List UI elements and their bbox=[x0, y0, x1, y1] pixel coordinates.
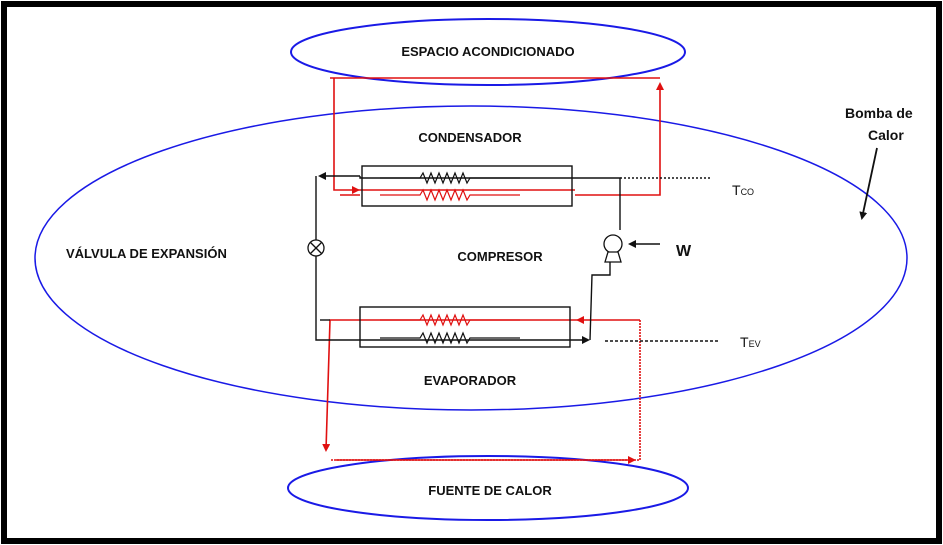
condenser-box bbox=[361, 165, 573, 207]
heat-pump-pointer-arrow bbox=[859, 147, 878, 220]
evaporator-label: EVAPORADOR bbox=[424, 373, 517, 388]
evaporator-coil-icon bbox=[380, 313, 520, 345]
expansion-valve-label: VÁLVULA DE EXPANSIÓN bbox=[66, 246, 227, 261]
evaporator-heat-flow bbox=[322, 316, 641, 464]
heat-pump-label-line2: Calor bbox=[868, 127, 904, 143]
condenser-heat-flow bbox=[330, 77, 664, 196]
heat-pump-ellipse bbox=[34, 105, 908, 411]
compressor-icon bbox=[603, 234, 623, 263]
expansion-valve-icon bbox=[307, 239, 325, 257]
work-label: W bbox=[676, 243, 692, 260]
condenser-label: CONDENSADOR bbox=[418, 130, 522, 145]
t-co-label: TCO bbox=[732, 182, 754, 198]
heat-source-label: FUENTE DE CALOR bbox=[428, 483, 552, 498]
t-ev-label: TEV bbox=[740, 334, 761, 350]
heat-pump-label-line1: Bomba de bbox=[845, 105, 913, 121]
conditioned-space-ellipse bbox=[290, 18, 686, 86]
evaporator-box bbox=[359, 306, 571, 348]
condenser-coil-icon bbox=[380, 171, 520, 202]
conditioned-space-label: ESPACIO ACONDICIONADO bbox=[401, 44, 574, 59]
heat-source-ellipse bbox=[287, 455, 689, 521]
compressor-label: COMPRESOR bbox=[457, 249, 543, 264]
